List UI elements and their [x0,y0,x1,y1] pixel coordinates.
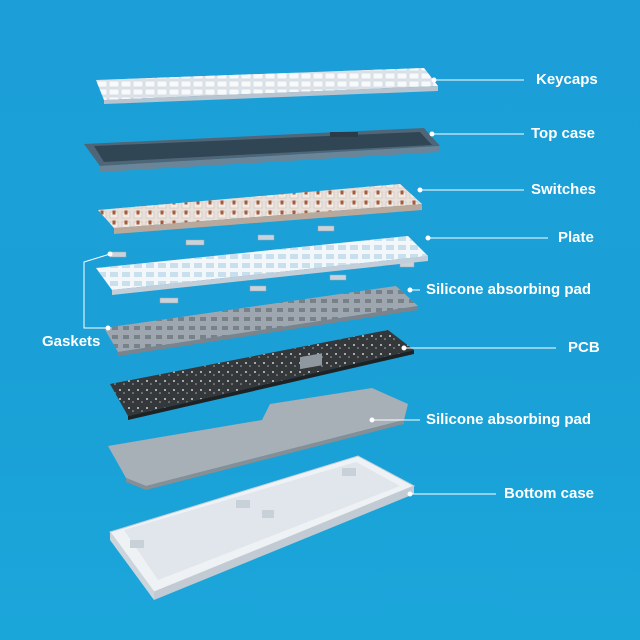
gaskets-leader [83,253,111,329]
gaskets-leader-dot-bottom [105,325,111,331]
pcb-leader-dot [401,345,407,351]
plate-layer [96,236,428,295]
plate-leader-dot [425,235,431,241]
label-top-case: Top case [531,125,595,142]
switches-layer [98,184,422,234]
gaskets [109,225,415,304]
label-gaskets: Gaskets [42,333,101,350]
silicone-pad-lower-leader-dot [369,417,375,423]
label-keycaps: Keycaps [536,71,598,88]
silicone-pad-upper-leader-dot [407,287,413,293]
label-pcb: PCB [568,339,600,356]
bottom-case-layer [109,455,416,600]
keycaps-layer [96,68,438,104]
gaskets-leader-dot-top [107,251,113,257]
label-switches: Switches [531,181,597,198]
label-silicone-pad-upper: Silicone absorbing pad [426,281,592,298]
label-plate: Plate [558,229,594,246]
top-case-layer [84,128,440,172]
switches-leader-dot [417,187,423,193]
silicone-pad-upper-layer [104,286,418,356]
label-bottom-case: Bottom case [504,485,595,502]
silicone-pad-lower-layer [108,353,408,490]
keycaps-leader-dot [431,77,437,83]
leader-lines [83,77,556,497]
label-silicone-pad-lower: Silicone absorbing pad [426,411,592,428]
top-case-leader-dot [429,131,435,137]
bottom-case-leader-dot [407,491,413,497]
pcb-layer [110,330,414,420]
